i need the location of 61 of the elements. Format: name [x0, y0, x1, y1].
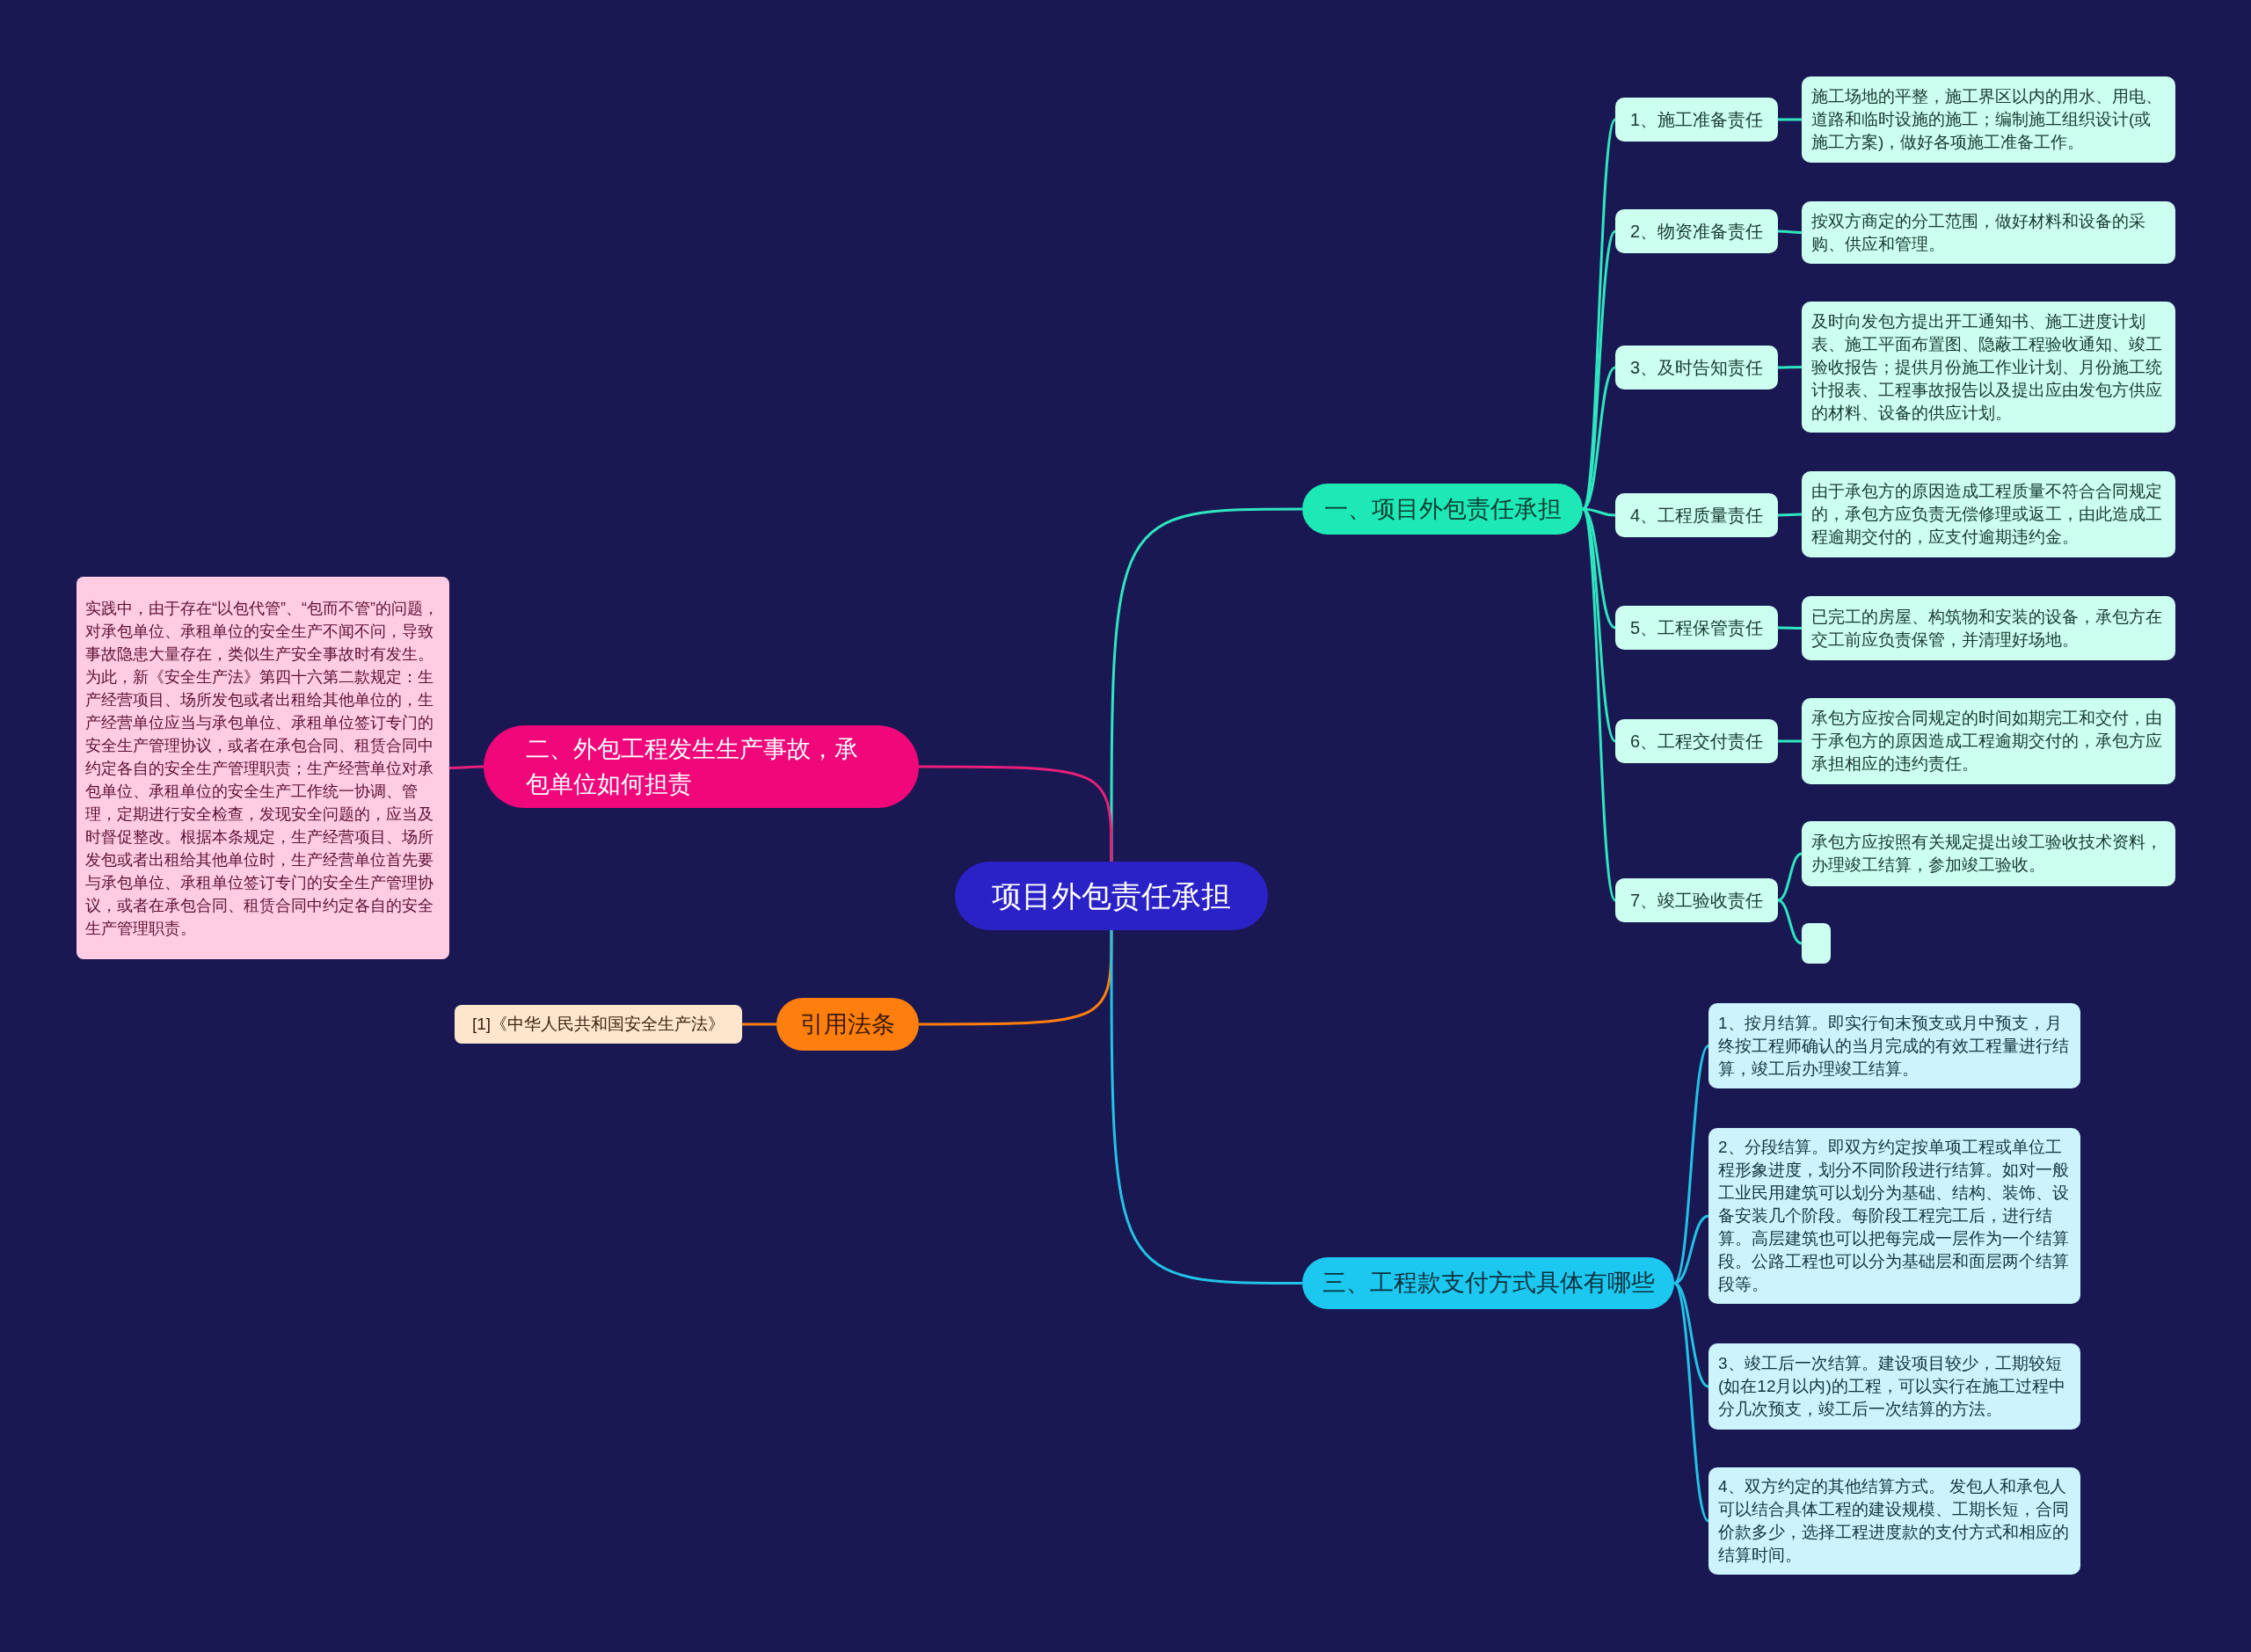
topic-text: 6、工程交付责任	[1628, 731, 1765, 753]
subtopic-box	[1615, 346, 1778, 389]
topic-text: 二、外包工程发生生产事故，承包单位如何担责	[526, 734, 859, 799]
topic-text: 由于承包方的原因造成工程质量不符合合同规定的，承包方应负责无偿修理或返工，由此造成工程逾期交付的，应支付逾期违约金。	[1811, 481, 2163, 548]
topic-text: 5、工程保管责任	[1628, 617, 1765, 639]
topic-text: 按双方商定的分工范围，做好材料和设备的采购、供应和管理。	[1811, 210, 2146, 255]
connector-line	[1778, 626, 1802, 630]
topic-text: 三、工程款支付方式具体有哪些	[1321, 1269, 1656, 1299]
topic-text: 3、及时告知责任	[1628, 357, 1765, 379]
detail-box	[1802, 821, 2175, 886]
subtopic-box	[1615, 606, 1778, 650]
topic-text: 2、物资准备责任	[1628, 221, 1765, 243]
connector-line	[1110, 930, 1302, 1284]
subtopic-box	[1615, 878, 1778, 922]
subtopic-box	[1615, 493, 1778, 537]
topic-text: 4、工程质量责任	[1628, 505, 1765, 527]
connector-line	[1778, 366, 1802, 369]
subtopic-box	[1615, 98, 1778, 142]
connector-line	[449, 765, 484, 769]
detail-box	[1802, 302, 2175, 433]
topic-text: 项目外包责任承担	[991, 877, 1232, 914]
topic-text: 4、双方约定的其他结算方式。 发包人和承包人可以结合具体工程的建设规模、工期长短，合同价款多少，选择工程进度款的支付方式和相应的结算时间。	[1718, 1476, 2070, 1566]
note-box	[76, 577, 449, 959]
detail-box	[1802, 76, 2175, 163]
detail-box	[1802, 698, 2175, 784]
topic-text: 已完工的房屋、构筑物和安装的设备，承包方在交工前应负责保管，并清理好场地。	[1811, 606, 2163, 651]
citation-box	[455, 1005, 742, 1044]
subtopic-box	[1615, 209, 1778, 253]
detail-box	[1802, 596, 2175, 660]
connector-line	[1778, 739, 1802, 743]
topic-text: 施工场地的平整，施工界区以内的用水、用电、道路和临时设施的施工；编制施工组织设计(或施工方案)，做好各项施工准备工作。	[1811, 86, 2163, 153]
subtopic-box	[1615, 719, 1778, 763]
connector-line	[1110, 507, 1302, 862]
connector-line	[742, 1022, 776, 1026]
detail-box	[1708, 1467, 2080, 1575]
branch-topic	[1302, 484, 1583, 535]
topic-text: 承包方应按照有关规定提出竣工验收技术资料，办理竣工结算，参加竣工验收。	[1811, 832, 2163, 876]
topic-text: 及时向发包方提出开工通知书、施工进度计划表、施工平面布置图、隐蔽工程验收通知、竣工验收报告；提供月份施工作业计划、月份施工统计报表、工程事故报告以及提出应由发包方供应的材料、设备的供应计划。	[1811, 310, 2163, 424]
topic-text: 实践中，由于存在“以包代管”、“包而不管”的问题，对承包单位、承租单位的安全生产不闻不问，导致事故隐患大量存在，类似生产安全事故时有发生。为此，新《安全生产法》第四十六第二款规定：生产经营项目、场所发包或者出租给其他单位的，生产经营单位应当与承包单位、承租单位签订专门的安全生产管理协议，或者在承包合同、租赁合同中约定各自的安全生产管理职责；生产经营单位对承包单位、承租单位的安全生产工作统一协调、管理，定期进行安全检查，发现安全问题的，应当及时督促整改。根据本条规定，生产经营项目、场所发包或者出租给其他单位时，生产经营单位首先要与承包单位、承租单位签订专门的安全生产管理协议，或者在承包合同、租赁合同中约定各自的安全生产管理职责。	[85, 598, 440, 939]
topic-text: 1、按月结算。即实行旬末预支或月中预支，月终按工程师确认的当月完成的有效工程量进行结算，竣工后办理竣工结算。	[1718, 1012, 2070, 1080]
empty-box	[1802, 923, 1831, 964]
connector-line	[1778, 513, 1802, 517]
topic-text: 2、分段结算。即双方约定按单项工程或单位工程形象进度，划分不同阶段进行结算。如对一般工业民用建筑可以划分为基础、结构、装饰、设备安装几个阶段。每阶段工程完工后，进行结算。高层建筑也可以把每完成一层作为一个结算段。公路工程也可以分为基础层和面层两个结算段等。	[1718, 1137, 2070, 1295]
topic-text: 引用法条	[799, 1009, 896, 1039]
detail-box	[1708, 1003, 2080, 1088]
detail-box	[1802, 471, 2175, 557]
connector-line	[1777, 899, 1803, 945]
connector-line	[1778, 229, 1802, 234]
topic-text: 7、竣工验收责任	[1628, 890, 1765, 912]
connector-line	[1778, 118, 1802, 121]
topic-text: 一、项目外包责任承担	[1322, 494, 1563, 524]
topic-text: [1]《中华人民共和国安全生产法》	[470, 1013, 726, 1035]
detail-box	[1802, 201, 2175, 264]
detail-box	[1708, 1343, 2080, 1430]
topic-text: 承包方应按合同规定的时间如期完工和交付，由于承包方的原因造成工程逾期交付的，承包方应承担相应的违约责任。	[1811, 708, 2163, 775]
connector-line	[919, 930, 1113, 1026]
topic-text: 3、竣工后一次结算。建设项目较少，工期较短(如在12月以内)的工程，可以实行在施工过程中分几次预支，竣工后一次结算的方法。	[1718, 1353, 2066, 1420]
connector-line	[1777, 852, 1803, 902]
branch-topic	[776, 998, 919, 1051]
topic-text: 1、施工准备责任	[1628, 109, 1765, 131]
connector-line	[919, 765, 1113, 862]
